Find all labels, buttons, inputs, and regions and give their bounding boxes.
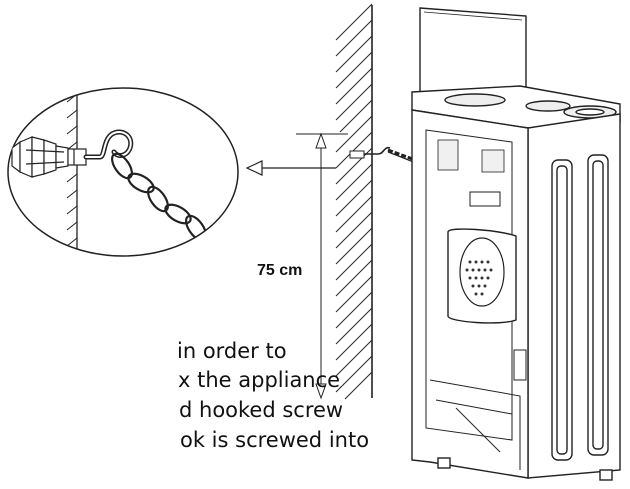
wall-plug-icon bbox=[11, 136, 87, 178]
wall bbox=[335, 3, 373, 400]
detail-ellipse bbox=[7, 87, 239, 257]
detail-wall-hatch bbox=[66, 93, 78, 247]
foot-left bbox=[437, 457, 451, 469]
foot-right bbox=[599, 469, 613, 481]
instruction-line-1: in order to bbox=[177, 339, 287, 363]
instruction-line-3: d hooked screw bbox=[179, 398, 344, 422]
height-dimension: 75 cm bbox=[254, 132, 348, 400]
callout-arrow bbox=[245, 160, 336, 176]
wall-hatching bbox=[335, 3, 373, 400]
instruction-line-4: ok is screwed into bbox=[180, 428, 370, 452]
fan-grille-icon bbox=[465, 260, 493, 296]
dimension-label: 75 cm bbox=[257, 262, 302, 279]
detail-magnifier bbox=[7, 87, 239, 257]
instruction-line-2: x the appliance bbox=[178, 368, 341, 392]
cooker-appliance bbox=[411, 7, 621, 481]
